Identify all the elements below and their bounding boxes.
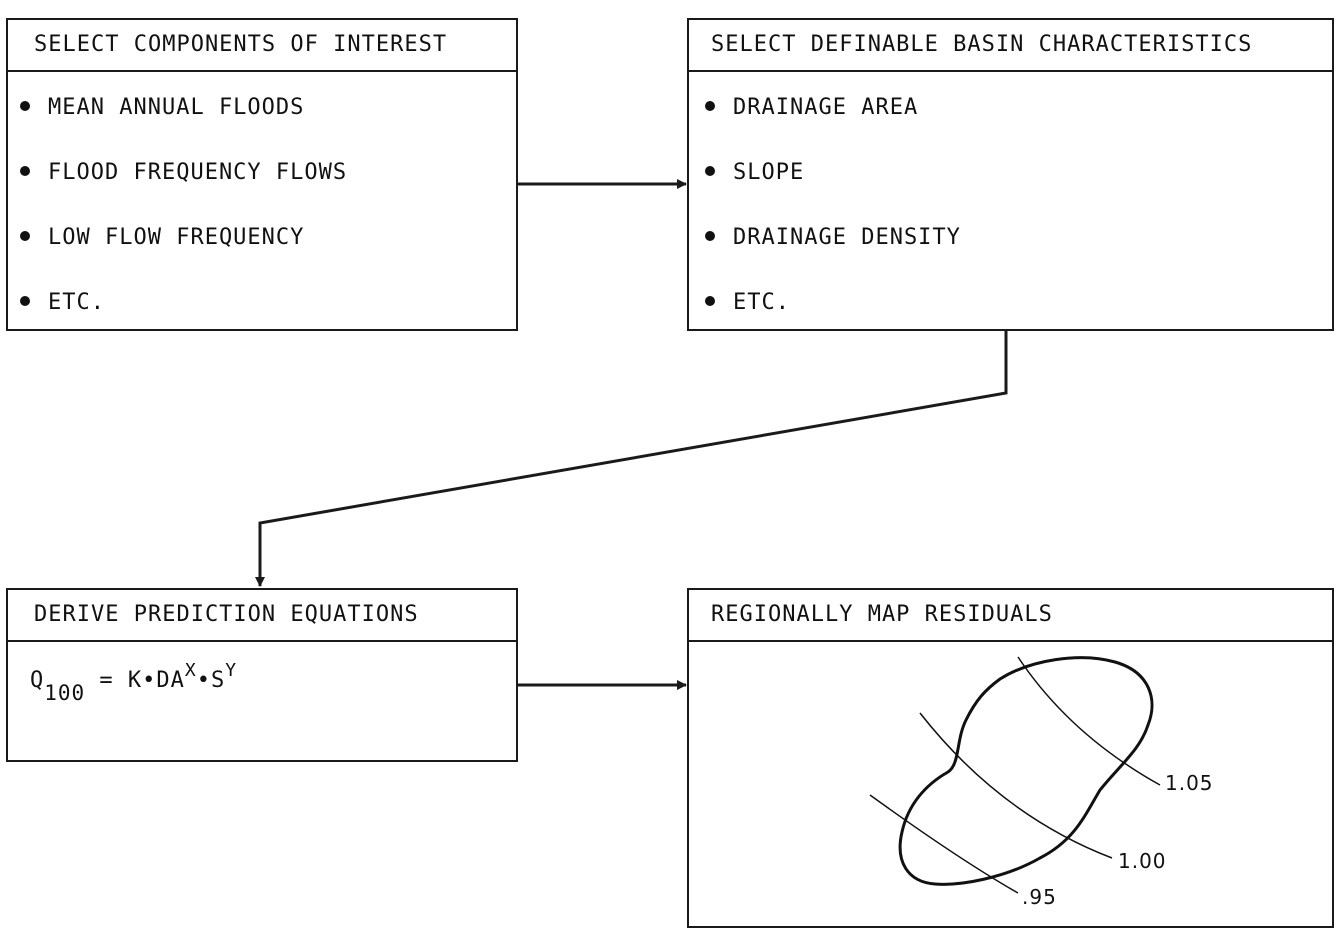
list-item: FLOOD FREQUENCY FLOWS: [20, 160, 347, 186]
list-item: LOW FLOW FREQUENCY: [20, 225, 304, 251]
bullet-icon: [705, 166, 715, 176]
list-item: DRAINAGE AREA: [705, 95, 918, 121]
contour-label: 1.00: [1118, 849, 1167, 873]
components-box: SELECT COMPONENTS OF INTEREST MEAN ANNUA…: [6, 18, 518, 331]
contour-line-100: [919, 712, 1113, 859]
residuals-title: REGIONALLY MAP RESIDUALS: [689, 590, 1332, 642]
components-title: SELECT COMPONENTS OF INTEREST: [8, 20, 516, 72]
bullet-icon: [20, 231, 30, 241]
list-item: ETC.: [20, 290, 105, 316]
connector-characteristics-to-equations: [255, 331, 1008, 587]
bullet-icon: [705, 231, 715, 241]
bullet-icon: [20, 166, 30, 176]
bullet-icon: [705, 296, 715, 306]
contour-line-105: [1017, 656, 1161, 786]
contour-label: 1.05: [1165, 771, 1214, 795]
characteristics-title: SELECT DEFINABLE BASIN CHARACTERISTICS: [689, 20, 1332, 72]
equations-title: DERIVE PREDICTION EQUATIONS: [8, 590, 516, 642]
contour-line-095: [869, 794, 1019, 894]
equations-box: DERIVE PREDICTION EQUATIONS Q100 = K•DAX…: [6, 588, 518, 762]
prediction-equation: Q100 = K•DAX•SY: [30, 660, 238, 705]
characteristics-box: SELECT DEFINABLE BASIN CHARACTERISTICS D…: [687, 18, 1334, 331]
basin-outline-icon: [898, 656, 1154, 886]
contour-label: .95: [1022, 885, 1057, 909]
bullet-icon: [705, 101, 715, 111]
bullet-icon: [20, 101, 30, 111]
bullet-icon: [20, 296, 30, 306]
list-item: DRAINAGE DENSITY: [705, 225, 961, 251]
list-item: MEAN ANNUAL FLOODS: [20, 95, 304, 121]
list-item: ETC.: [705, 290, 790, 316]
list-item: SLOPE: [705, 160, 804, 186]
